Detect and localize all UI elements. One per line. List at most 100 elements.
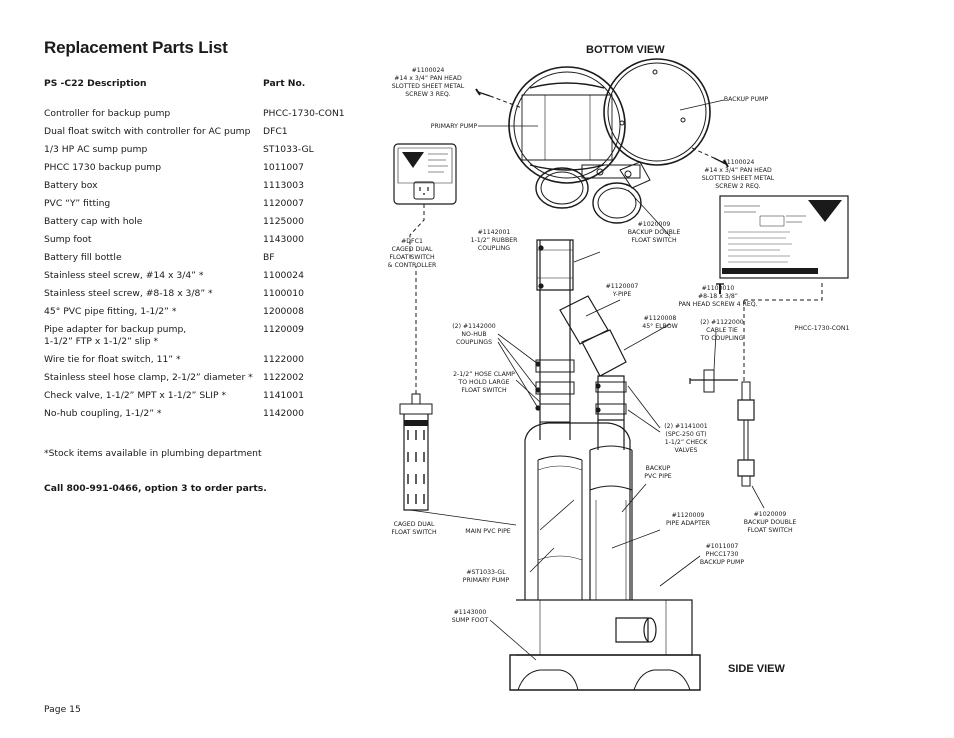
side-view-label: SIDE VIEW [728,663,785,675]
callout-backup-pump: BACKUP PUMP [724,96,768,103]
callout-screw-right-2: #14 x 3/4” PAN HEAD [704,167,772,174]
part-number: DFC1 [263,126,288,137]
callout-screw-right-4: SCREW 2 REQ. [715,183,761,190]
part-number: 1100024 [263,270,304,281]
callout-float-side-2: BACKUP DOUBLE [744,519,797,526]
callout-dfc-4: & CONTROLLER [388,262,437,269]
callout-phcc-2: PHCC1730 [706,551,739,558]
callout-float-bottom-1: #1020009 [638,221,671,228]
part-number: BF [263,252,275,263]
callout-rubber-1: #1142001 [478,229,511,236]
callout-ypipe-2: Y-PIPE [612,291,632,298]
part-description: 45° PVC pipe fitting, 1-1/2” * [44,306,177,317]
part-number: 1120009 [263,324,304,335]
parts-row: Wire tie for float switch, 11” * 1122000 [44,354,374,366]
part-description: Sump foot [44,234,92,245]
side-view-drawing [399,239,823,691]
part-number: 1122002 [263,372,304,383]
callout-check-2: (SPC-250 GT) [665,431,706,438]
callout-main-pvc: MAIN PVC PIPE [465,528,511,535]
parts-row: Pipe adapter for backup pump, 1-1/2” FTP… [44,324,374,348]
battery-label-drawing [719,195,849,279]
part-description: Battery fill bottle [44,252,122,263]
parts-row: 1/3 HP AC sump pump ST1033-GL [44,144,374,156]
parts-row: Battery box 1113003 [44,180,374,192]
part-number: 1113003 [263,180,304,191]
callout-cabletie-2: CABLE TIE [706,327,738,334]
page-number: Page 15 [44,704,81,715]
callout-caged-2: FLOAT SWITCH [391,529,437,536]
callout-primary-side-1: #ST1033-GL [466,569,506,576]
callout-float-side-1: #1020009 [754,511,787,518]
parts-row: Stainless steel hose clamp, 2-1/2” diame… [44,372,374,384]
part-number: 1011007 [263,162,304,173]
part-description: Battery box [44,180,98,191]
callout-nohub-3: COUPLINGS [456,339,492,346]
part-description: Stainless steel hose clamp, 2-1/2” diame… [44,372,253,383]
callout-backup-pvc-1: BACKUP [646,465,671,472]
callout-float-bottom-2: BACKUP DOUBLE [628,229,681,236]
parts-row: 45° PVC pipe fitting, 1-1/2” * 1200008 [44,306,374,318]
callout-dfc-3: FLOAT SWITCH [389,254,435,261]
part-description: Wire tie for float switch, 11” * [44,354,181,365]
parts-row: Stainless steel screw, #8-18 x 3/8” *110… [44,288,374,300]
callout-screw-right-3: SLOTTED SHEET METAL [702,175,775,182]
callout-dfc-1: #DFC1 [401,238,423,245]
parts-row: Stainless steel screw, #14 x 3/4” * 11000… [44,270,374,282]
callout-phcc-1: #1011007 [706,543,739,550]
part-number: 1122000 [263,354,304,365]
callout-cabletie-3: TO COUPLING [700,335,744,342]
bottom-view-drawing [475,58,729,224]
part-description: Controller for backup pump [44,108,171,119]
parts-row: Dual float switch with controller for AC… [44,126,374,138]
callout-controller: PHCC-1730-CON1 [795,325,850,332]
part-number: ST1033-GL [263,144,314,155]
callout-screw8-3: PAN HEAD SCREW 4 REQ. [678,301,757,308]
callout-foot-1: #1143000 [454,609,487,616]
part-description: PHCC 1730 backup pump [44,162,162,173]
callout-float-bottom-3: FLOAT SWITCH [631,237,677,244]
part-number: 1120007 [263,198,304,209]
callout-screw-top-3: SLOTTED SHEET METAL [392,83,465,90]
part-number: 1100010 [263,288,304,299]
page-title: Replacement Parts List [44,38,228,57]
callout-check-1: (2) #1141001 [664,423,708,430]
callout-screw-right-1: #1100024 [722,159,755,166]
order-note: Call 800-991-0466, option 3 to order par… [44,483,267,494]
part-number: 1142000 [263,408,304,419]
part-description: Pipe adapter for backup pump, 1-1/2” FTP… [44,324,187,347]
part-description: 1/3 HP AC sump pump [44,144,148,155]
callout-hoseclamp-1: 2-1/2” HOSE CLAMP [453,371,515,378]
callout-elbow-1: #1120008 [644,315,677,322]
stock-note: *Stock items available in plumbing depar… [44,448,262,459]
callout-rubber-2: 1-1/2” RUBBER [471,237,519,244]
part-number: 1200008 [263,306,304,317]
part-description: Stainless steel screw, #14 x 3/4” * [44,270,204,281]
parts-row: Battery fill bottle BF [44,252,374,264]
callout-rubber-3: COUPLING [478,245,510,252]
parts-list: PS -C22 Description Part No. Controller … [44,78,374,426]
outlet-controller-drawing [393,143,457,260]
callout-nohub-2: NO-HUB [461,331,486,338]
part-number: PHCC-1730-CON1 [263,108,345,119]
callout-screw-top-4: SCREW 3 REQ. [405,91,451,98]
parts-rows: Controller for backup pump PHCC-1730-CON1… [44,108,374,420]
callout-primary-pump: PRIMARY PUMP [431,123,478,130]
callout-elbow-2: 45° ELBOW [642,322,677,330]
parts-row: Check valve, 1-1/2” MPT x 1-1/2” SLIP *1… [44,390,374,402]
callout-nohub-1: (2) #1142000 [452,323,496,330]
header-description: PS -C22 Description [44,78,147,89]
callout-dfc-2: CAGED DUAL [392,246,433,253]
callout-screw8-2: #8-18 x 3/8” [698,293,738,300]
header-part-no: Part No. [263,78,306,89]
callout-check-3: 1-1/2” CHECK [665,439,709,446]
callout-backup-pvc-2: PVC PIPE [644,473,672,480]
parts-list-header: PS -C22 Description Part No. [44,78,374,108]
part-description: Battery cap with hole [44,216,143,227]
callout-labels: #1100024 #14 x 3/4” PAN HEAD SLOTTED SHE… [388,67,850,624]
callout-float-side-3: FLOAT SWITCH [747,527,793,534]
